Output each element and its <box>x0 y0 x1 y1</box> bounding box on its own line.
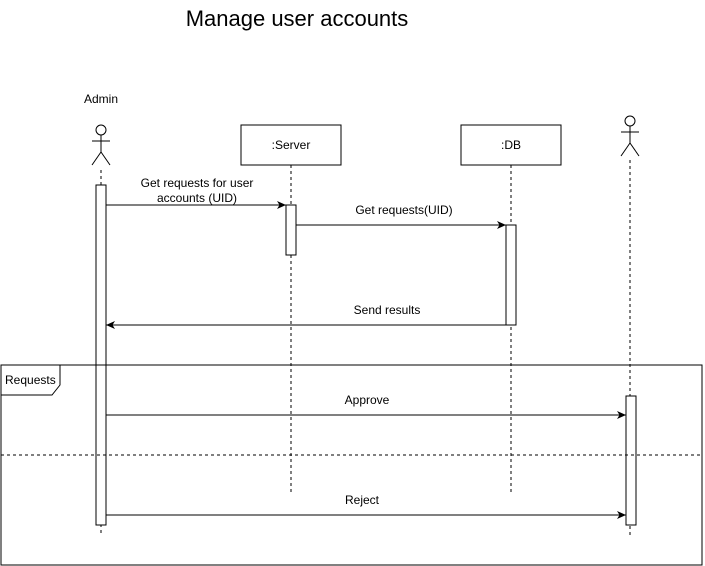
user-actor-icon <box>620 115 640 157</box>
message-label-approve: Approve <box>345 393 390 407</box>
server-label: :Server <box>272 138 311 152</box>
admin-actor-icon <box>91 124 111 166</box>
message-label-get-requests-accounts-line1: Get requests for user <box>141 176 254 190</box>
admin-label: Admin <box>84 92 118 106</box>
requests-fragment <box>0 364 703 566</box>
message-label-get-requests-accounts-line2: accounts (UID) <box>157 191 237 205</box>
db-activation-bar <box>505 224 517 326</box>
admin-activation-bar <box>95 184 107 526</box>
message-label-send-results: Send results <box>354 303 421 317</box>
server-participant: :Server <box>240 124 342 166</box>
fragment-label: Requests <box>5 373 56 387</box>
server-activation-bar <box>285 204 297 256</box>
user-activation-bar <box>625 395 637 526</box>
message-label-get-requests-uid: Get requests(UID) <box>355 203 452 217</box>
diagram-title: Manage user accounts <box>186 6 409 31</box>
message-label-reject: Reject <box>345 493 380 507</box>
db-participant: :DB <box>460 124 562 166</box>
db-label: :DB <box>501 138 521 152</box>
